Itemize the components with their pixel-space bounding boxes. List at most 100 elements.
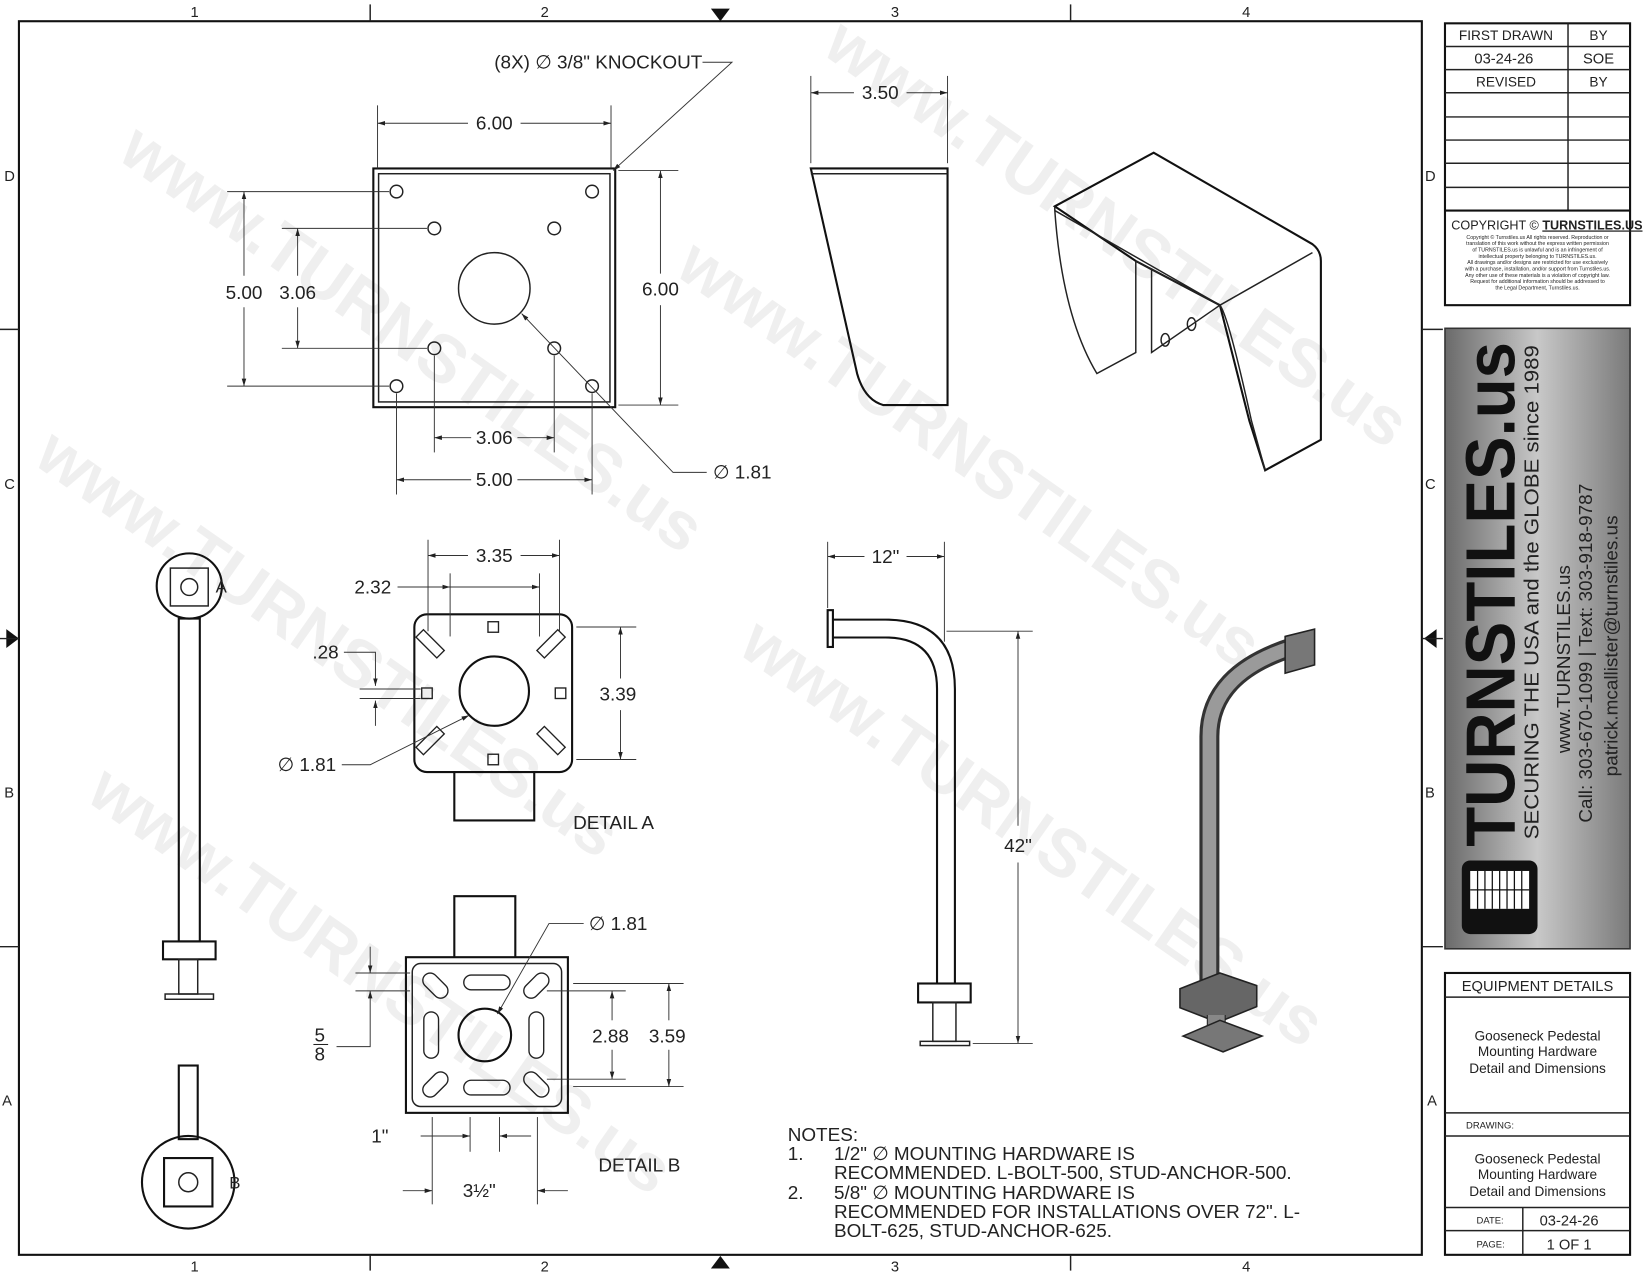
knockout-holes: [389, 184, 600, 394]
svg-text:BY: BY: [1589, 74, 1607, 89]
svg-text:Copyright © Turnstiles.us All: Copyright © Turnstiles.us All rights res…: [1466, 234, 1608, 241]
svg-text:of TURNSTILES.us is unlawful a: of TURNSTILES.us is unlawful and is an i…: [1472, 248, 1603, 254]
hood-side-view: 3.50: [809, 75, 949, 407]
top-plate-view: (8X) ∅ 3/8" KNOCKOUT 6.00 5.00 3.06 6.00…: [226, 53, 772, 495]
pole-front-view: A: [155, 552, 228, 1001]
svg-text:1: 1: [190, 1260, 198, 1275]
svg-text:Call: 303-670-1099 | Text: 3: Call: 303-670-1099 | Text: 303-918-9787: [1576, 484, 1597, 823]
svg-text:12": 12": [872, 547, 900, 568]
svg-text:∅ 1.81: ∅ 1.81: [589, 914, 648, 935]
detail-b-view: ∅ 1.81 2.88 3.59 5 8 1" 3½" DETAIL B: [313, 895, 686, 1205]
detail-b-title: DETAIL B: [598, 1156, 680, 1177]
svg-text:3.06: 3.06: [279, 283, 316, 304]
company-logo-panel: TURNSTILES.us SECURING THE USA and the G…: [1444, 327, 1631, 950]
svg-text:the Legal Department, Turnstil: the Legal Department, Turnstiles.us.: [1495, 285, 1579, 291]
svg-text:Mounting Hardware: Mounting Hardware: [1478, 1044, 1597, 1059]
svg-text:BY: BY: [1589, 28, 1607, 43]
svg-text:C: C: [4, 477, 15, 493]
svg-text:DATE:: DATE:: [1477, 1215, 1504, 1226]
svg-text:A: A: [2, 1093, 12, 1109]
svg-text:1 OF 1: 1 OF 1: [1547, 1238, 1592, 1254]
svg-text:Gooseneck Pedestal: Gooseneck Pedestal: [1475, 1028, 1601, 1043]
equipment-details-box: EQUIPMENT DETAILS Gooseneck Pedestal Mou…: [1443, 971, 1632, 1256]
brand-logo-text: TURNSTILES.us: [1451, 342, 1529, 847]
svg-text:5.00: 5.00: [226, 283, 263, 304]
svg-text:3.39: 3.39: [599, 685, 636, 706]
svg-text:www.TURNSTILES.us: www.TURNSTILES.us: [106, 108, 717, 567]
svg-text:5: 5: [314, 1025, 325, 1046]
svg-text:1": 1": [371, 1126, 388, 1147]
svg-text:PAGE:: PAGE:: [1477, 1239, 1505, 1250]
svg-text:5/8" ∅ MOUNTING HARDWARE IS: 5/8" ∅ MOUNTING HARDWARE IS: [834, 1183, 1135, 1204]
svg-text:4: 4: [1242, 1260, 1250, 1275]
svg-text:1: 1: [190, 5, 198, 21]
svg-text:translation of this work witho: translation of this work without the exp…: [1466, 241, 1609, 247]
svg-text:Gooseneck Pedestal: Gooseneck Pedestal: [1475, 1151, 1601, 1166]
svg-text:4: 4: [1242, 5, 1250, 21]
copyright-box: COPYRIGHT © TURNSTILES.US Copyright © Tu…: [1451, 218, 1642, 291]
svg-text:Detail and Dimensions: Detail and Dimensions: [1469, 1184, 1606, 1199]
detail-a-title: DETAIL A: [573, 813, 654, 834]
svg-text:3: 3: [891, 5, 899, 21]
pole-bottom-view: B: [140, 1064, 240, 1230]
svg-text:B: B: [1425, 785, 1435, 801]
hood-iso-view: [1052, 151, 1322, 472]
svg-text:2.32: 2.32: [354, 577, 391, 598]
svg-text:Request for additional informa: Request for additional information shoul…: [1470, 279, 1605, 285]
svg-text:B: B: [229, 1174, 240, 1193]
svg-text:DRAWING:: DRAWING:: [1466, 1121, 1514, 1132]
svg-text:3.50: 3.50: [862, 83, 899, 104]
svg-text:2.: 2.: [788, 1183, 804, 1204]
svg-text:3: 3: [891, 1260, 899, 1275]
svg-text:1.: 1.: [788, 1144, 804, 1165]
svg-text:.28: .28: [312, 643, 338, 664]
detail-a-view: 3.35 2.32 .28 3.39 ∅ 1.81 DETAIL A: [278, 539, 654, 834]
svg-text:2: 2: [541, 1260, 549, 1275]
svg-text:COPYRIGHT © TURNSTILES.US: COPYRIGHT © TURNSTILES.US: [1451, 218, 1642, 232]
svg-text:3½": 3½": [463, 1181, 496, 1202]
svg-text:2.88: 2.88: [592, 1026, 629, 1047]
svg-text:∅ 1.81: ∅ 1.81: [713, 463, 772, 484]
svg-text:RECOMMENDED. L-BOLT-500, STUD-: RECOMMENDED. L-BOLT-500, STUD-ANCHOR-500…: [834, 1163, 1292, 1184]
svg-text:03-24-26: 03-24-26: [1540, 1213, 1599, 1229]
svg-text:∅ 1.81: ∅ 1.81: [278, 755, 337, 776]
svg-text:1/2" ∅ MOUNTING HARDWARE IS: 1/2" ∅ MOUNTING HARDWARE IS: [834, 1144, 1135, 1165]
svg-text:C: C: [1425, 477, 1436, 493]
svg-text:03-24-26: 03-24-26: [1474, 51, 1533, 67]
svg-text:RECOMMENDED FOR INSTALLATIONS: RECOMMENDED FOR INSTALLATIONS OVER 72". …: [834, 1202, 1300, 1223]
svg-text:6.00: 6.00: [642, 280, 679, 301]
svg-text:intellectual property belongin: intellectual property belonging to TURNS…: [1478, 254, 1596, 260]
svg-text:3.35: 3.35: [476, 546, 513, 567]
svg-text:6.00: 6.00: [476, 114, 513, 135]
svg-text:A: A: [1427, 1093, 1437, 1109]
svg-text:Detail and Dimensions: Detail and Dimensions: [1469, 1061, 1606, 1076]
svg-text:42": 42": [1004, 836, 1032, 857]
svg-text:D: D: [4, 169, 15, 185]
svg-text:8: 8: [314, 1044, 325, 1065]
svg-text:with a purchase, installation,: with a purchase, installation, and/or su…: [1465, 266, 1611, 272]
svg-text:3.59: 3.59: [649, 1026, 686, 1047]
svg-text:REVISED: REVISED: [1476, 74, 1536, 89]
revision-table: FIRST DRAWN BY 03-24-26 SOE REVISED BY: [1443, 22, 1632, 307]
gooseneck-side-view: 12" 42": [826, 541, 1033, 1047]
turnstile-logo-icon: [1461, 860, 1538, 935]
knockout-label: (8X) ∅ 3/8" KNOCKOUT: [494, 53, 703, 74]
svg-text:NOTES:: NOTES:: [788, 1125, 858, 1146]
svg-text:3.06: 3.06: [476, 428, 513, 449]
svg-text:www.TURNSTILES.us: www.TURNSTILES.us: [1554, 565, 1575, 754]
svg-text:BOLT-625, STUD-ANCHOR-625.: BOLT-625, STUD-ANCHOR-625.: [834, 1221, 1112, 1242]
svg-text:SOE: SOE: [1583, 51, 1614, 67]
svg-text:5.00: 5.00: [476, 470, 513, 491]
svg-text:FIRST DRAWN: FIRST DRAWN: [1459, 28, 1553, 43]
svg-text:All drawings and/or designs ar: All drawings and/or designs are restrict…: [1467, 260, 1608, 266]
svg-text:EQUIPMENT DETAILS: EQUIPMENT DETAILS: [1462, 979, 1614, 995]
svg-text:D: D: [1425, 169, 1436, 185]
svg-text:A: A: [216, 577, 228, 596]
svg-text:2: 2: [541, 5, 549, 21]
svg-text:patrick.mcallister@turnstiles.: patrick.mcallister@turnstiles.us: [1601, 515, 1622, 776]
svg-text:Any other use of these materia: Any other use of these materials is a vi…: [1465, 273, 1610, 279]
notes: NOTES: 1. 1/2" ∅ MOUNTING HARDWARE IS RE…: [788, 1125, 1300, 1242]
zone-labels: 1 2 3 4 1 2 3 4 D C B A D C B A: [2, 5, 1437, 1275]
svg-text:SECURING THE USA and the GLOBE: SECURING THE USA and the GLOBE since 198…: [1522, 345, 1544, 839]
